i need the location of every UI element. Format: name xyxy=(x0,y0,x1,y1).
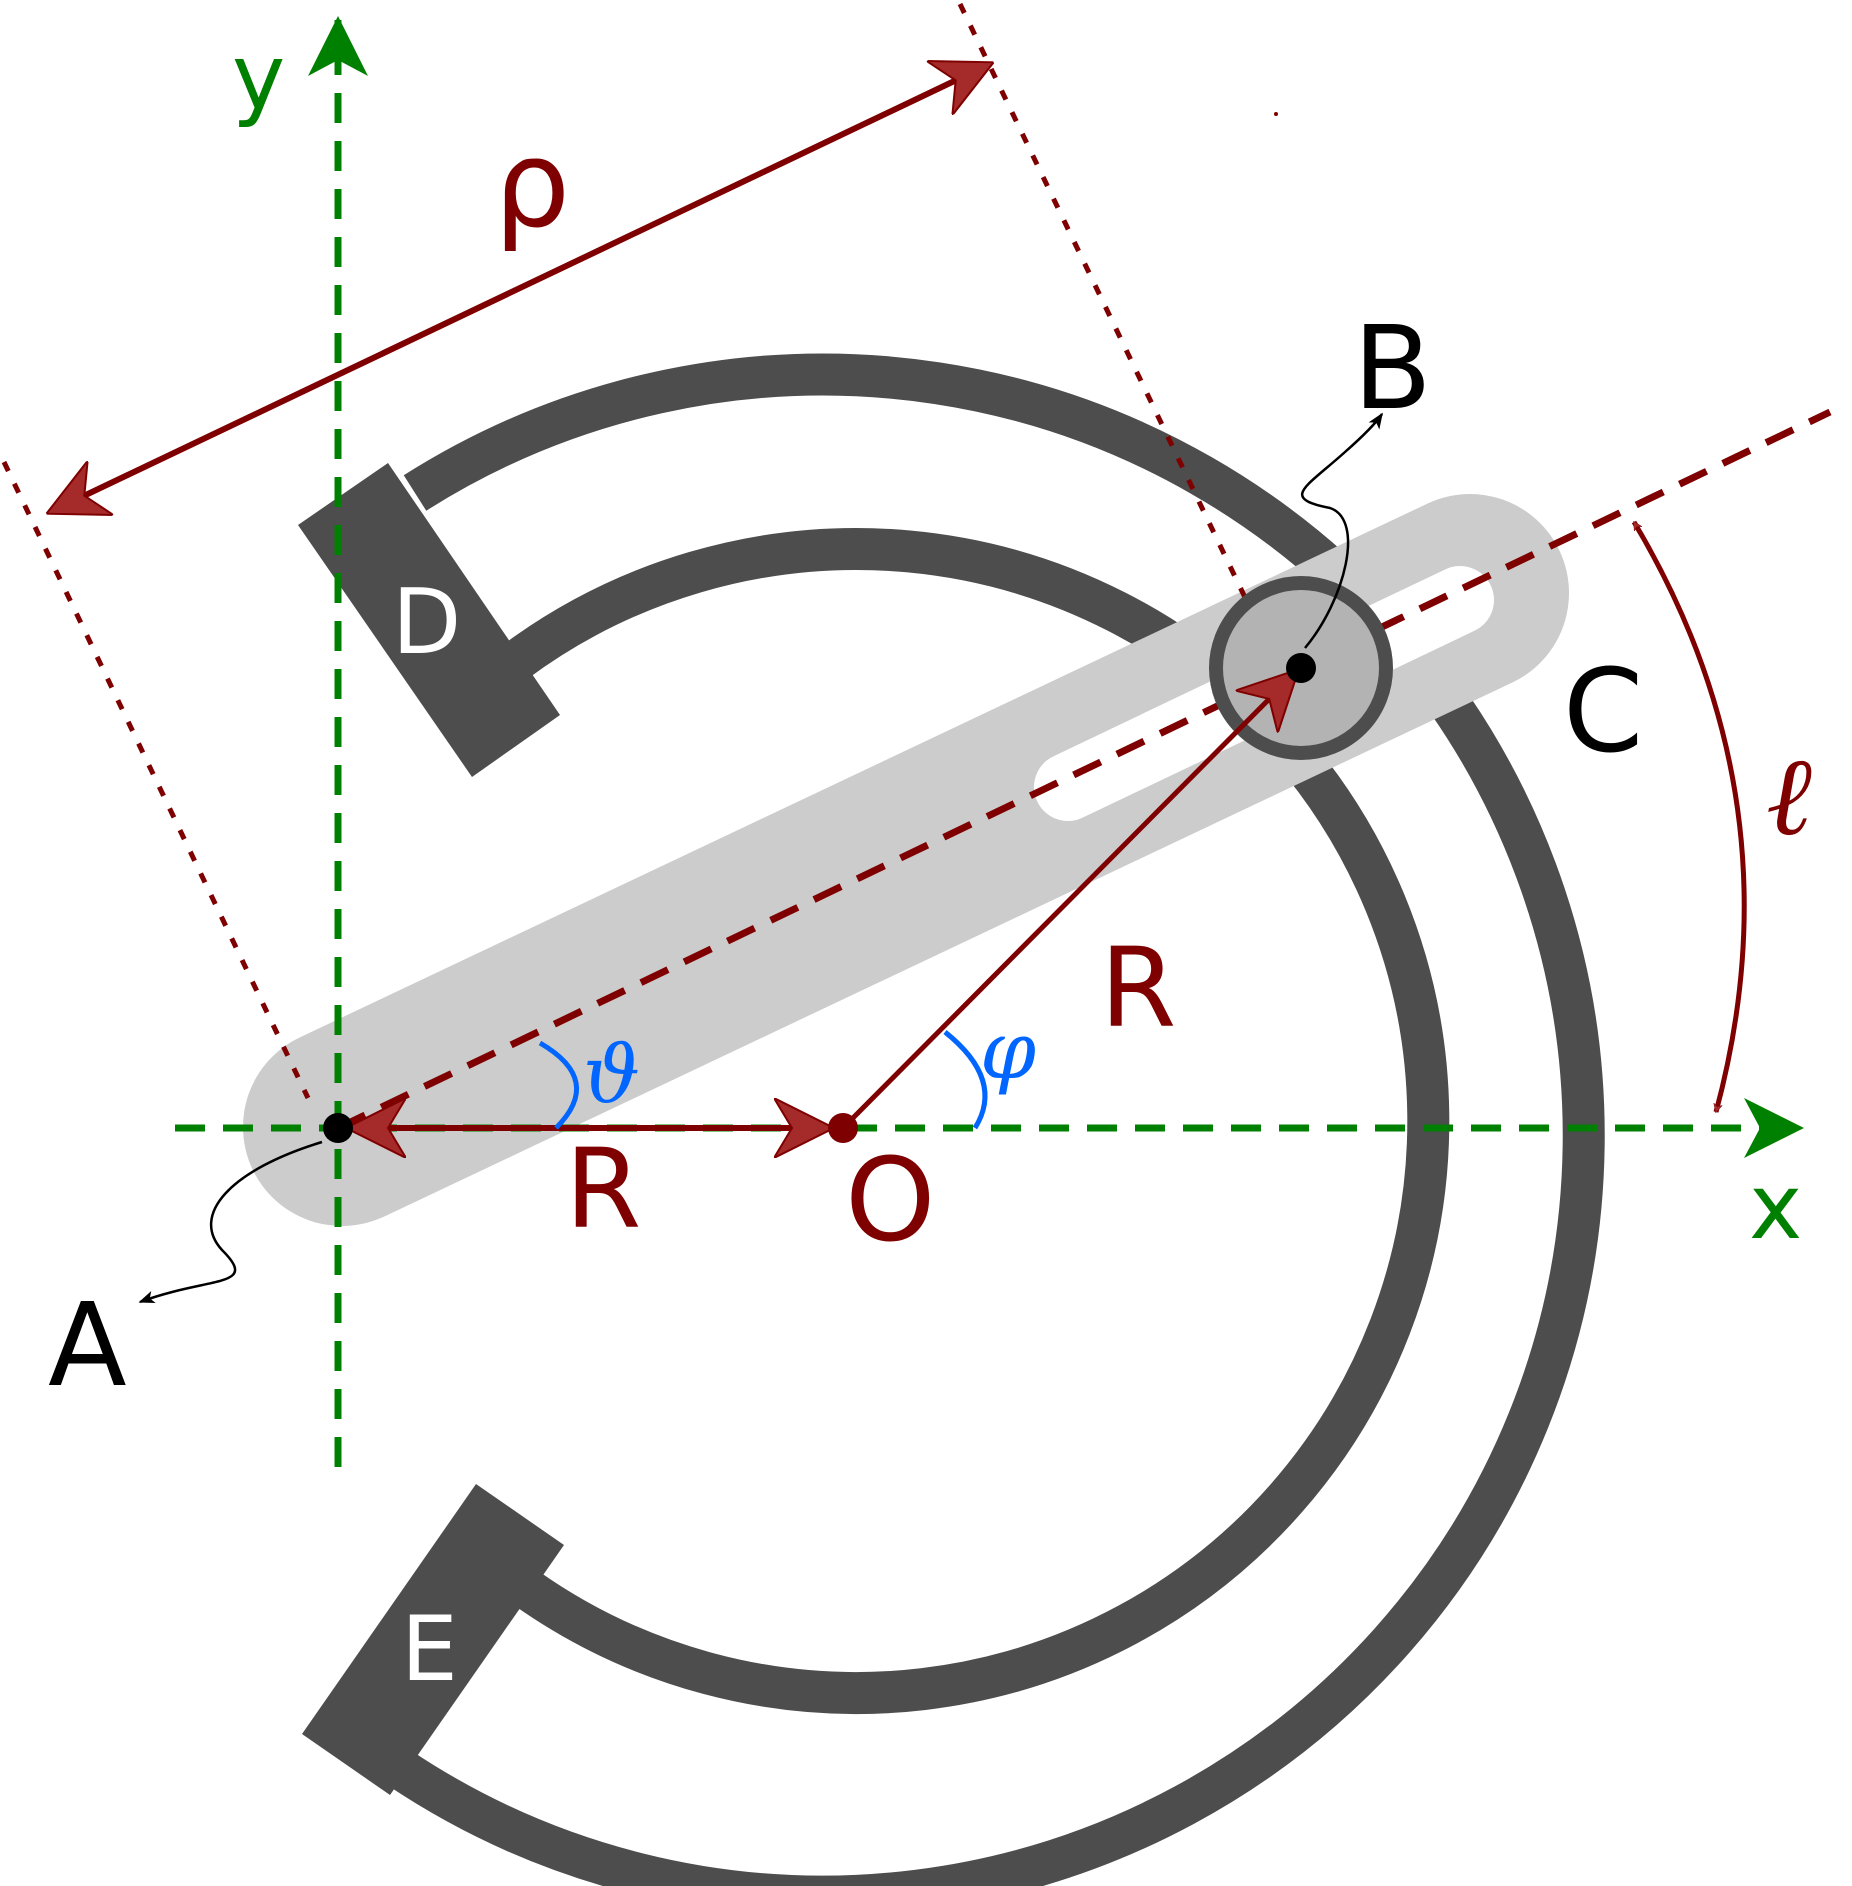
theta-label: ϑ xyxy=(583,1028,640,1121)
point-O-dot xyxy=(828,1113,858,1143)
block-D xyxy=(298,463,560,777)
phi-angle-arc xyxy=(943,1030,988,1130)
leader-A xyxy=(138,1140,323,1304)
label-R-horizontal: R xyxy=(565,1125,641,1253)
dimension-guides xyxy=(1,2,1303,1100)
label-E: E xyxy=(401,1597,458,1702)
label-D: D xyxy=(392,570,461,675)
y-axis-label: y xyxy=(232,25,285,130)
ell-dimension-arrow xyxy=(1631,520,1747,1112)
bar-centerline xyxy=(336,408,1832,1132)
point-B-dot xyxy=(1286,653,1316,683)
leader-B xyxy=(1300,412,1384,649)
ell-label: ℓ xyxy=(1766,732,1812,860)
label-R-radial: R xyxy=(1100,924,1176,1052)
block-E xyxy=(302,1484,564,1795)
R-radial-arrow xyxy=(841,672,1296,1130)
label-O: O xyxy=(845,1134,936,1268)
stray-dot xyxy=(1274,112,1278,116)
rho-dimension-arrow xyxy=(50,64,990,512)
label-C: C xyxy=(1563,645,1643,779)
rho-label: ρ xyxy=(494,116,570,255)
label-B: B xyxy=(1353,302,1432,436)
phi-label: φ xyxy=(980,1004,1036,1097)
theta-angle-arc xyxy=(538,1040,580,1130)
x-axis-label: x xyxy=(1749,1155,1802,1260)
point-A-dot xyxy=(323,1113,353,1143)
inner-track xyxy=(502,528,1450,1714)
label-A: A xyxy=(48,1279,127,1413)
